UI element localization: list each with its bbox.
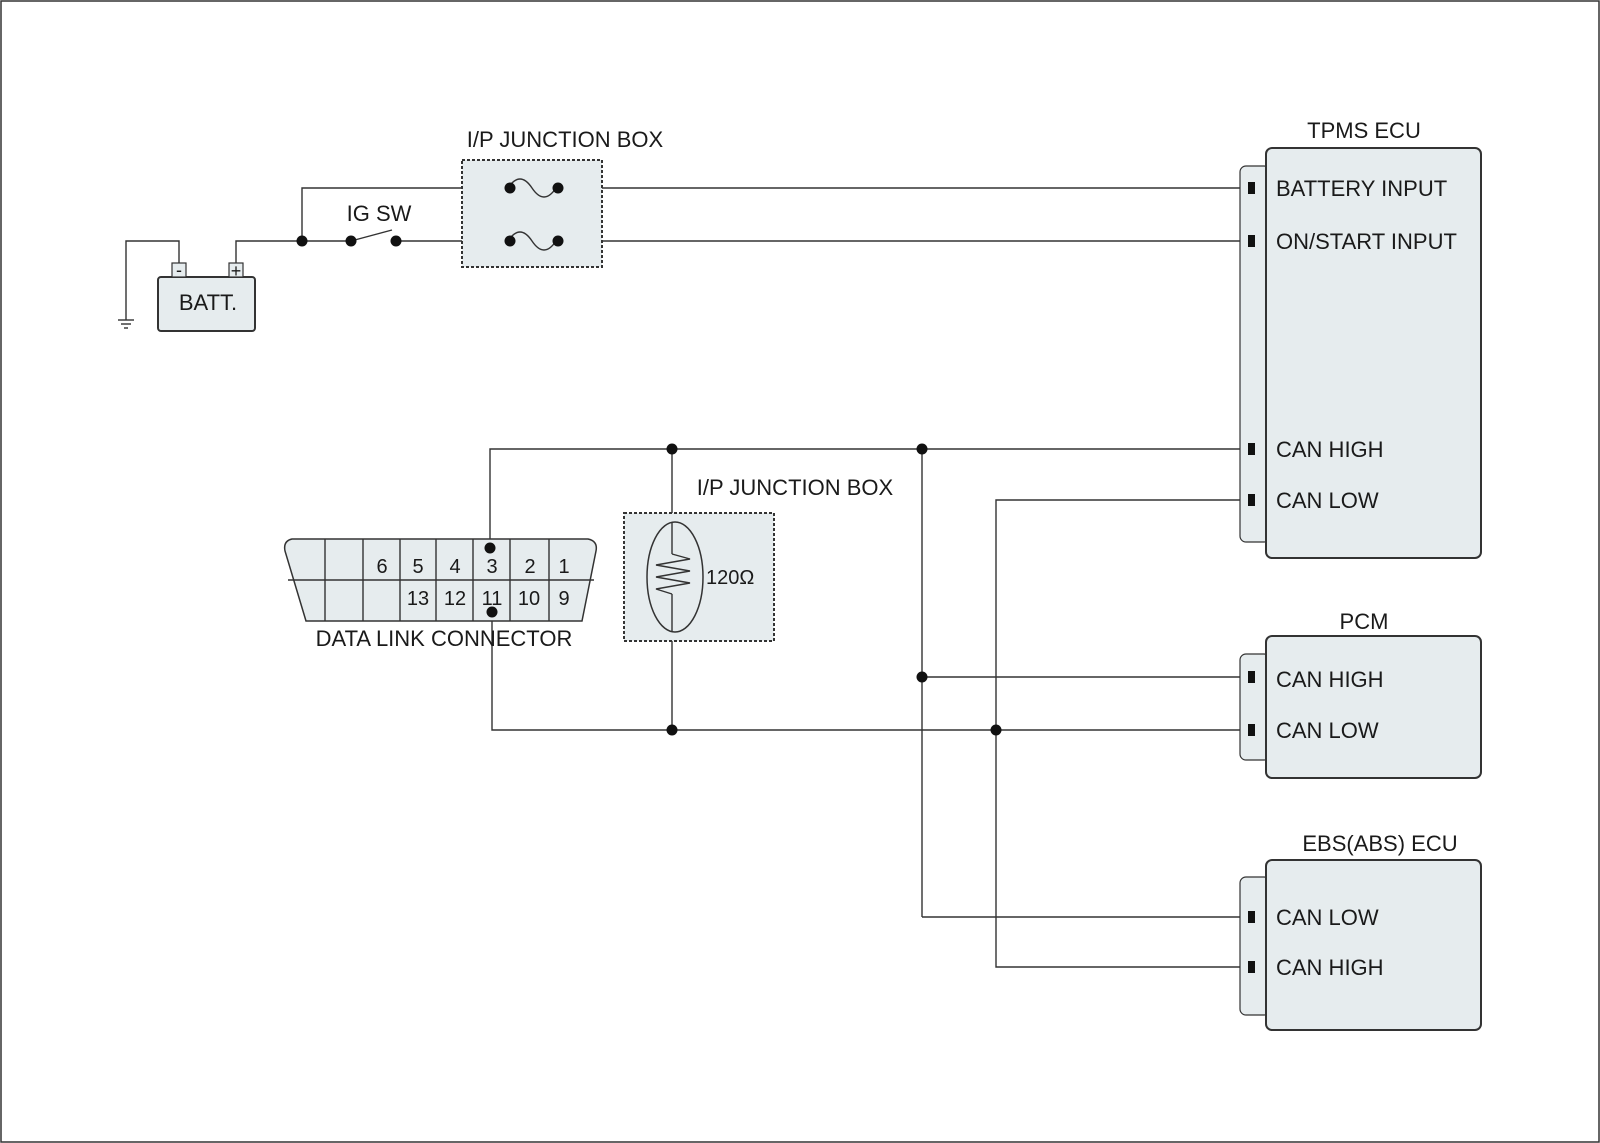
ignition-switch-label: IG SW (347, 201, 412, 226)
junction-box-resistor-label: I/P JUNCTION BOX (697, 475, 894, 500)
pin-terminal (1248, 182, 1255, 194)
dlc-pin: 2 (524, 556, 535, 578)
ebs-ecu: EBS(ABS) ECU CAN LOW CAN HIGH (1239, 831, 1482, 1031)
splice-dot (916, 443, 928, 455)
resistor-housing (646, 521, 704, 633)
splice-dot (990, 724, 1002, 736)
splice-dot (666, 724, 678, 736)
junction-dots (296, 182, 1002, 736)
ebs-ecu-title: EBS(ABS) ECU (1302, 831, 1457, 856)
dlc-label: DATA LINK CONNECTOR (316, 626, 573, 651)
pin-terminal (1248, 911, 1255, 923)
dlc-pin: 3 (486, 556, 497, 578)
dlc-pin: 1 (558, 556, 569, 578)
fuse-contact (504, 235, 516, 247)
tpms-ecu-title: TPMS ECU (1307, 118, 1421, 143)
ignition-switch-blade (350, 229, 393, 242)
battery-label: BATT. (179, 290, 237, 315)
junction-box-top-label: I/P JUNCTION BOX (467, 127, 664, 152)
ground-icon (118, 319, 134, 329)
switch-contact (345, 235, 357, 247)
can-high-bus (489, 448, 1246, 548)
splice-dot (666, 443, 678, 455)
dlc-pin: 13 (407, 588, 429, 610)
dlc-pin-11-contact (486, 606, 498, 618)
resistance-value: 120Ω (706, 567, 754, 589)
battery-positive-symbol: + (231, 261, 242, 281)
ebs-pin-label: CAN HIGH (1276, 955, 1384, 980)
pin-terminal (1248, 494, 1255, 506)
data-link-connector: 6 5 4 3 2 1 13 12 11 10 9 DATA LINK CONN… (283, 538, 598, 651)
splice-dot (296, 235, 308, 247)
junction-box-top: I/P JUNCTION BOX (461, 127, 664, 268)
pin-terminal (1248, 235, 1255, 247)
pin-terminal (1248, 724, 1255, 736)
tpms-pin-label: CAN LOW (1276, 488, 1379, 513)
pin-terminal (1248, 961, 1255, 973)
dlc-pin: 6 (376, 556, 387, 578)
pcm-pin-label: CAN HIGH (1276, 667, 1384, 692)
tpms-ecu: TPMS ECU BATTERY INPUT ON/START INPUT CA… (1239, 118, 1482, 559)
pcm-pin-label: CAN LOW (1276, 718, 1379, 743)
fuse-contact (552, 182, 564, 194)
battery-negative-terminal (171, 262, 187, 278)
tpms-pin-label: ON/START INPUT (1276, 229, 1457, 254)
battery: - + BATT. (157, 260, 256, 332)
dlc-pin: 10 (518, 588, 540, 610)
battery-negative-symbol: - (176, 260, 182, 280)
ebs-pin-label: CAN LOW (1276, 905, 1379, 930)
pin-terminal (1248, 671, 1255, 683)
pcm: PCM CAN HIGH CAN LOW (1239, 609, 1482, 779)
fuse-contact (504, 182, 516, 194)
dlc-pin-3-contact (484, 542, 496, 554)
dlc-pin: 5 (412, 556, 423, 578)
pcm-title: PCM (1340, 609, 1389, 634)
dlc-pin: 11 (482, 588, 503, 610)
ground-wire (125, 240, 180, 320)
battery-feed-wire (301, 187, 508, 241)
tpms-pin-label: CAN HIGH (1276, 437, 1384, 462)
dlc-pin: 4 (449, 556, 460, 578)
junction-box-resistor: I/P JUNCTION BOX 120Ω (623, 475, 894, 642)
pin-terminal (1248, 443, 1255, 455)
splice-dot (916, 671, 928, 683)
fuse-contact (552, 235, 564, 247)
tpms-pin-label: BATTERY INPUT (1276, 176, 1447, 201)
resistor-icon (655, 553, 691, 595)
battery-positive-wire (235, 240, 302, 272)
dlc-pin: 12 (444, 588, 466, 610)
battery-positive-terminal (228, 262, 244, 278)
switch-contact (390, 235, 402, 247)
dlc-pin: 9 (558, 588, 569, 610)
